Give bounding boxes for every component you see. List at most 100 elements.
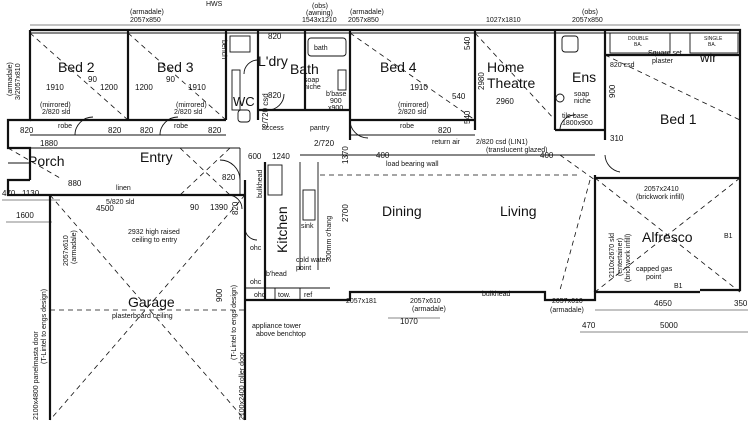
tile-base-2: 1800x900	[562, 120, 593, 127]
dim-text: 470	[582, 321, 596, 330]
room-bed4: Bed 4	[380, 59, 417, 75]
dim-text: 1070	[400, 317, 418, 326]
dashed-lines	[7, 32, 741, 421]
room-garage: Garage	[128, 294, 175, 310]
dim-text: 310	[610, 134, 624, 143]
window-size: 2057x2410	[644, 186, 679, 193]
robe-label: robe	[174, 123, 188, 130]
robe-label: robe	[58, 123, 72, 130]
garage-door-note: (T-Lintel to engs design)	[41, 289, 48, 364]
dim-text: 4650	[654, 299, 672, 308]
room-wc: WC	[233, 94, 255, 109]
dim-text: 820	[268, 32, 282, 41]
room-wir: wir	[699, 50, 717, 65]
dim-text: 1370	[341, 146, 350, 164]
ohc-label: ohc	[250, 245, 262, 252]
dim-text: 1880	[40, 139, 58, 148]
fridge-label: ref	[304, 292, 312, 299]
dim-text: 2700	[341, 204, 350, 222]
dim-text: 2/720	[314, 139, 335, 148]
cold-water-1: cold water	[296, 257, 329, 264]
alf-sld-1: 2110x2670 sld	[609, 233, 616, 278]
dim-text: 540	[463, 36, 472, 50]
garage-door-note: (T-Lintel to engs design)	[231, 285, 238, 360]
window-size: 2057x181	[346, 298, 377, 305]
door-label: 2/820 csd (LIN1)	[476, 139, 528, 146]
pantry-label: pantry	[310, 125, 330, 132]
soap-niche-1: soap	[304, 77, 319, 84]
single-basin-2: BA.	[708, 42, 716, 48]
wall-note: load bearing wall	[386, 161, 439, 168]
dim-text: 1910	[410, 83, 428, 92]
window-label: (armadale)	[350, 9, 384, 16]
window-size: 3/2057x810	[15, 63, 22, 100]
room-entry: Entry	[140, 149, 173, 165]
room-porch: Porch	[28, 153, 65, 169]
linen-door: 5/820 sld	[106, 199, 135, 206]
kitchen-bench	[267, 164, 283, 196]
window-label: (awning)	[306, 10, 333, 17]
dim-text: 820	[231, 201, 240, 215]
bath-label: bath	[314, 45, 328, 52]
entry-dimensions: 1880 600 1240 2/720 1370 2700 4500 90 13…	[2, 139, 350, 338]
dim-text: 2960	[496, 97, 514, 106]
dim-text: 1910	[188, 83, 206, 92]
robe-label: robe	[400, 123, 414, 130]
room-home-theatre-line2: Theatre	[487, 75, 535, 91]
single-basin-1: SINGLE	[704, 36, 723, 42]
square-set-2: plaster	[652, 58, 674, 65]
dim-text: 1130	[22, 189, 40, 198]
room-home-theatre-line1: Home	[487, 59, 525, 75]
double-basin-2: BA.	[634, 42, 642, 48]
window-size: 1027x1810	[486, 17, 521, 24]
dim-text: 600	[248, 152, 262, 161]
dim-text: 90	[88, 75, 97, 84]
square-set-1: Square set	[648, 50, 682, 57]
dim-text: 90	[190, 203, 199, 212]
robe-door: 2/820 sld	[174, 109, 203, 116]
room-dining: Dining	[382, 203, 422, 219]
outer-walls	[6, 28, 742, 420]
window-label: (armadale)	[550, 307, 584, 314]
dim-text: 820	[20, 126, 34, 135]
window-label: (obs)	[312, 3, 328, 10]
window-size: 2057x850	[130, 17, 161, 24]
dim-text: 820	[268, 91, 282, 100]
ens-toilet	[561, 35, 579, 53]
door-label: 820 csd	[610, 62, 635, 69]
bench-label: bench	[220, 40, 227, 59]
room-ens: Ens	[572, 69, 596, 85]
bulkhead-label: bulkhead	[257, 169, 264, 198]
window-size: 2057x850	[572, 17, 603, 24]
internal-walls	[8, 30, 740, 300]
dim-text: 400	[540, 151, 554, 160]
laundry-bench	[231, 69, 241, 111]
beam-label: B1	[724, 233, 733, 240]
ohc-label: ohc	[254, 292, 266, 299]
dim-text: 5000	[660, 321, 678, 330]
alf-sld-2: (entertainer)	[617, 238, 624, 276]
dim-text: 350	[734, 299, 748, 308]
window-label: (armadale)	[130, 9, 164, 16]
room-kitchen: Kitchen	[274, 206, 290, 253]
bath-basin	[337, 69, 347, 91]
dim-text: 1200	[100, 83, 118, 92]
room-ldry: L'dry	[258, 53, 288, 69]
dim-text: 880	[68, 179, 82, 188]
dim-text: 540	[463, 110, 472, 124]
dim-text: 1200	[135, 83, 153, 92]
ens-basin	[555, 93, 565, 103]
fixtures	[229, 32, 739, 221]
garage-door-label: 2100x4800 panelmasta door	[33, 331, 40, 420]
dim-text: 900	[608, 84, 617, 98]
bath-tub	[307, 37, 347, 57]
dim-text: 1600	[16, 211, 34, 220]
ens-soap-2: niche	[574, 98, 591, 105]
dim-text: 1910	[46, 83, 64, 92]
door-note: (translucent glazed)	[486, 147, 547, 154]
single-basin-cabinet	[689, 32, 739, 54]
appliance-1: appliance tower	[252, 323, 302, 330]
room-bed2: Bed 2	[58, 59, 95, 75]
wc-toilet	[237, 109, 251, 123]
